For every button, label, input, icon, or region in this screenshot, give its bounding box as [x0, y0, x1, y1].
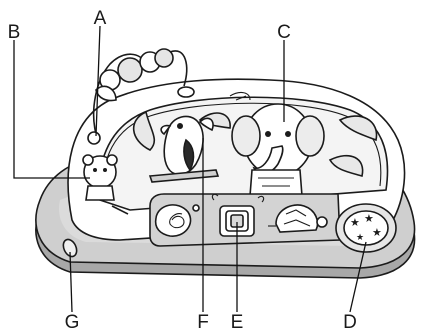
- svg-text:★: ★: [350, 216, 360, 229]
- callout-a: A: [94, 8, 107, 29]
- callout-f: F: [197, 312, 209, 332]
- callout-d: D: [343, 312, 357, 332]
- svg-text:★: ★: [364, 212, 374, 225]
- callout-b: B: [8, 22, 21, 43]
- svg-text:★: ★: [372, 226, 382, 239]
- callout-g: G: [65, 312, 80, 332]
- svg-text:★: ★: [356, 233, 364, 243]
- callout-e: E: [231, 312, 244, 332]
- callout-c: C: [277, 22, 291, 43]
